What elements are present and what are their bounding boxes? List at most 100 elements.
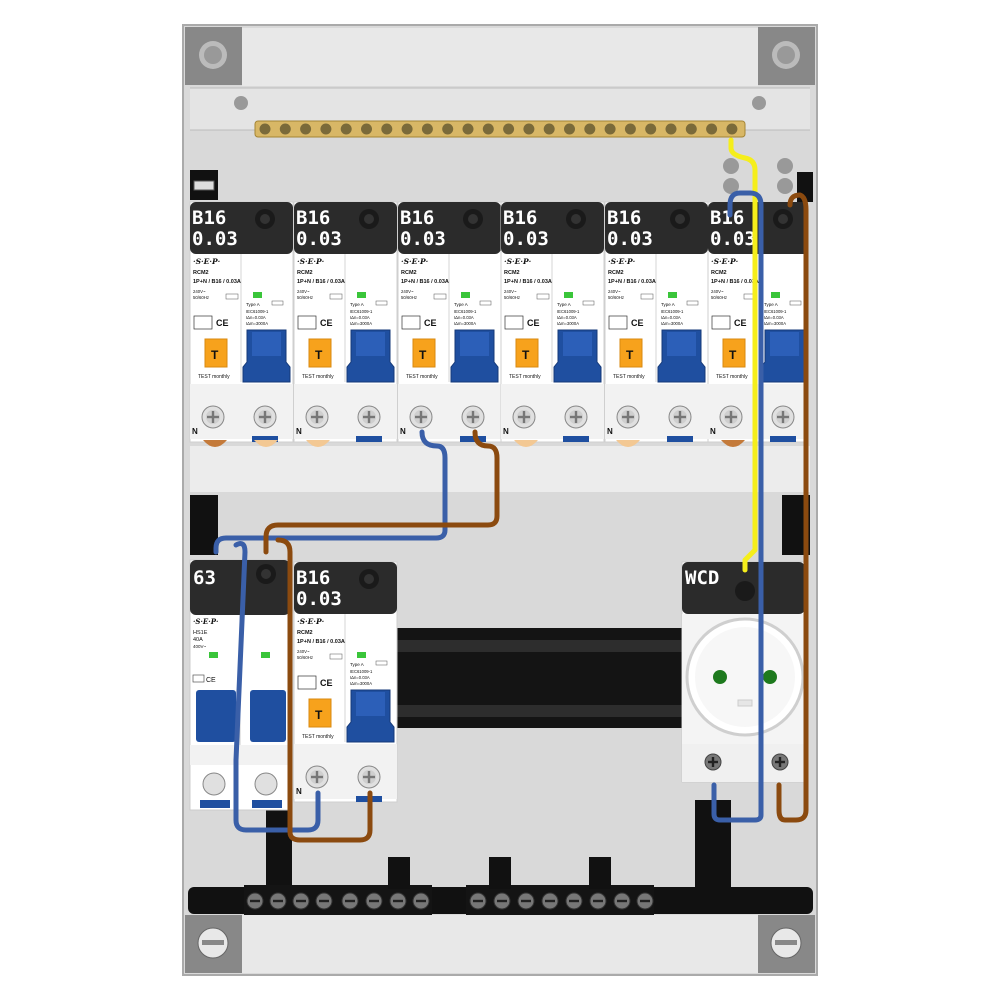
ce-mark: CE <box>631 318 644 328</box>
breaker-voltage: 240V~ <box>193 289 206 294</box>
cert-mark <box>297 675 317 690</box>
breaker-standard: IEC61009-1 <box>454 309 477 314</box>
terminal-screw[interactable] <box>541 892 559 910</box>
main-switch-handle-n[interactable] <box>250 690 286 742</box>
terminal-screw[interactable] <box>357 405 381 429</box>
breaker-idn: IΔn=0.03A <box>557 315 577 320</box>
terminal-screw[interactable] <box>305 405 329 429</box>
breaker-trip-current: 0.03 <box>192 228 238 250</box>
breaker-frequency: 50/60Hz <box>711 295 727 300</box>
terminal-screw[interactable] <box>253 405 277 429</box>
test-button[interactable] <box>515 338 539 368</box>
neutral-marker: N <box>503 427 509 436</box>
terminal-screw[interactable] <box>357 765 381 789</box>
terminal-screw[interactable] <box>461 405 485 429</box>
terminal-screw[interactable] <box>512 405 536 429</box>
breaker-brand: ·S·E·P· <box>297 617 325 626</box>
test-button[interactable] <box>308 698 332 728</box>
terminal-screw[interactable] <box>315 892 333 910</box>
terminal-screw[interactable] <box>292 892 310 910</box>
terminal-screw[interactable] <box>564 405 588 429</box>
test-button[interactable] <box>204 338 228 368</box>
wire-stub <box>254 440 278 447</box>
test-button[interactable] <box>619 338 643 368</box>
main-switch: 63 ·S·E·P· HS1E 40A 400V~ CE <box>189 559 291 811</box>
earth-busbar <box>254 120 746 138</box>
test-caption: TEST monthly <box>198 374 230 380</box>
test-button[interactable] <box>722 338 746 368</box>
busbar-screw <box>421 123 433 135</box>
terminal-screw[interactable] <box>389 892 407 910</box>
terminal-screw[interactable] <box>589 892 607 910</box>
corner-fastener-top-left <box>185 27 242 85</box>
panel-screw <box>234 96 248 110</box>
neutral-marker: N <box>607 427 613 436</box>
breaker-model: RCM2 <box>297 270 313 276</box>
breaker-icn: IΔm=3000A <box>764 321 786 326</box>
breaker-brand: ·S·E·P· <box>608 257 636 266</box>
main-switch-current: 40A <box>193 637 203 643</box>
terminal-screw[interactable] <box>469 892 487 910</box>
terminal-screw[interactable] <box>305 765 329 789</box>
neutral-marker: N <box>296 427 302 436</box>
test-button[interactable] <box>308 338 332 368</box>
test-button[interactable] <box>412 338 436 368</box>
terminal-screw[interactable] <box>246 892 264 910</box>
main-switch-voltage: 400V~ <box>193 644 207 649</box>
busbar-screw <box>685 123 697 135</box>
terminal-screw[interactable] <box>616 405 640 429</box>
terminal-screw[interactable] <box>771 405 795 429</box>
terminal-screw[interactable] <box>493 892 511 910</box>
busbar-screw <box>340 123 352 135</box>
breaker-icn: IΔm=3000A <box>350 321 372 326</box>
breaker-rating: B16 <box>503 207 537 229</box>
busbar-screw <box>300 123 312 135</box>
breaker-voltage: 240V~ <box>297 649 310 654</box>
busbar-screw <box>523 123 535 135</box>
terminal-screw[interactable] <box>412 892 430 910</box>
breaker-frequency: 50/60Hz <box>608 295 624 300</box>
breaker-standard: IEC61009-1 <box>661 309 684 314</box>
terminal-screw[interactable] <box>201 405 225 429</box>
breaker-frequency: 50/60Hz <box>193 295 209 300</box>
main-switch-brand: ·S·E·P· <box>193 617 218 626</box>
busbar-screw <box>503 123 515 135</box>
ce-mark: CE <box>320 318 333 328</box>
breaker-spec: 1P+N / B16 / 0.03A <box>297 279 345 285</box>
breaker-rating: B16 <box>400 207 434 229</box>
breaker-type: Type A <box>557 302 571 307</box>
terminal-screw[interactable] <box>341 892 359 910</box>
busbar-screw <box>604 123 616 135</box>
test-button-label: T <box>419 348 427 362</box>
terminal-screw[interactable] <box>636 892 654 910</box>
wire-stub <box>203 440 227 447</box>
breaker-model: RCM2 <box>711 270 727 276</box>
terminal-screw[interactable] <box>565 892 583 910</box>
breaker-spec: 1P+N / B16 / 0.03A <box>608 279 656 285</box>
terminal-screw[interactable] <box>269 892 287 910</box>
terminal-screw[interactable] <box>517 892 535 910</box>
breaker-rating: B16 <box>607 207 641 229</box>
wire-stub <box>616 440 640 447</box>
test-button-label: T <box>315 708 323 722</box>
live-wire-row2 <box>275 537 373 843</box>
terminal-screw[interactable] <box>409 405 433 429</box>
breaker-frequency: 50/60Hz <box>297 655 313 660</box>
terminal-screw[interactable] <box>719 405 743 429</box>
breaker-voltage: 240V~ <box>711 289 724 294</box>
main-switch-handle-l[interactable] <box>196 690 236 742</box>
wiring <box>213 137 809 843</box>
terminal-screw[interactable] <box>668 405 692 429</box>
busbar-screw <box>726 123 738 135</box>
terminal-screw[interactable] <box>365 892 383 910</box>
wire-stub <box>721 440 745 447</box>
breaker-voltage: 240V~ <box>504 289 517 294</box>
breaker-brand: ·S·E·P· <box>297 257 325 266</box>
terminal-screw[interactable] <box>613 892 631 910</box>
wire-stub <box>514 440 538 447</box>
busbar-screw <box>259 123 271 135</box>
busbar-screw <box>320 123 332 135</box>
breaker-spec: 1P+N / B16 / 0.03A <box>193 279 241 285</box>
